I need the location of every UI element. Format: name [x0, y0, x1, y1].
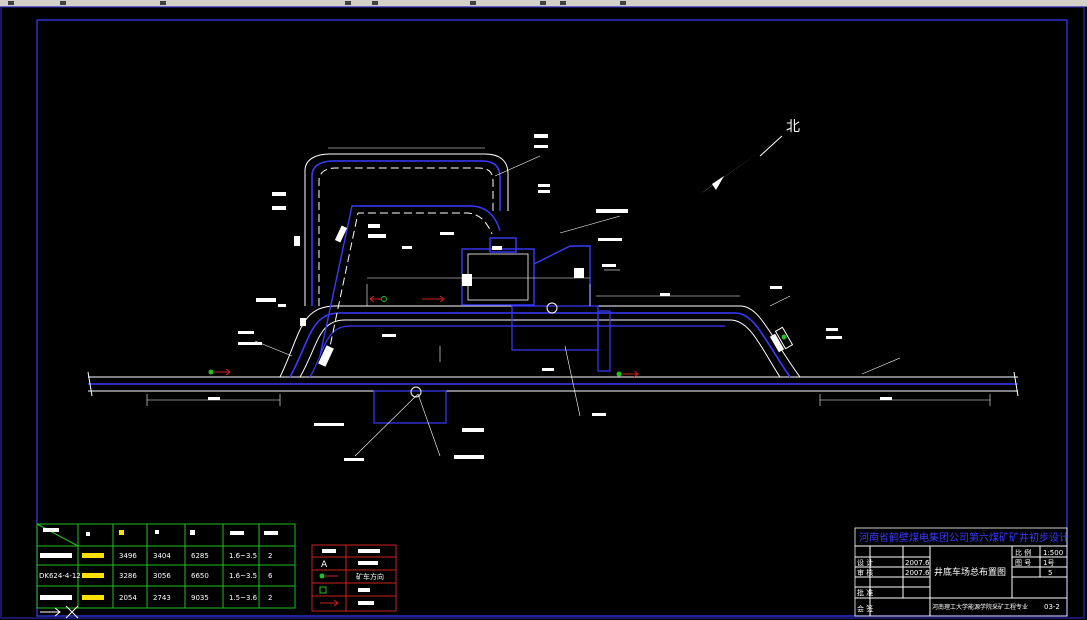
title-footer: 河南理工大学能源学院采矿工程专业: [932, 603, 1028, 611]
param-cell-b: 3056: [153, 572, 171, 580]
drawing-frame: [36, 19, 1068, 617]
param-cell-ratio: 1.5~3.6: [229, 594, 258, 602]
title-date-design: 2007.6: [905, 559, 930, 567]
param-row-name: DK624-4-12: [39, 572, 81, 580]
param-cell-count: 6: [268, 572, 273, 580]
north-arrow: 北: [700, 119, 800, 194]
title-role-sign: 会 签: [857, 604, 873, 613]
title-page-value: 5: [1048, 569, 1052, 577]
title-block-drawing-title: 井底车场总布置图: [934, 566, 1006, 578]
param-cell-count: 2: [268, 594, 272, 602]
title-role-design: 设 计: [857, 558, 873, 567]
title-drawing-no: 03-2: [1044, 603, 1060, 611]
param-cell-a: 3496: [119, 552, 137, 560]
main-line-tracks: [87, 371, 1019, 397]
title-sheet-value: 1号: [1043, 559, 1054, 567]
turnout-markers: [318, 225, 794, 367]
title-role-approve: 批 准: [857, 588, 873, 597]
legend-green-box-icon: [319, 586, 327, 594]
signal-arrows: [208, 295, 787, 378]
station-loop: [279, 305, 801, 378]
param-row-highlight: [82, 573, 104, 578]
param-cell-a: 2054: [119, 594, 137, 602]
param-cell-a: 3286: [119, 572, 137, 580]
param-cell-b: 3404: [153, 552, 171, 560]
shaft-bottom-area: [373, 237, 611, 424]
legend-triangle-icon: A: [321, 560, 328, 570]
param-cell-ratio: 1.6~3.5: [229, 552, 257, 560]
param-cell-L: 6285: [191, 552, 209, 560]
title-scale-value: 1:500: [1043, 549, 1063, 557]
legend-red-arrow-icon: [320, 599, 339, 607]
ucs-icon: [40, 605, 79, 619]
cad-toolbar[interactable]: [0, 0, 1087, 7]
param-row-name-block: [40, 553, 72, 558]
legend-item-label: 矿车方向: [356, 572, 384, 581]
param-row-highlight: [82, 553, 104, 558]
north-label: 北: [786, 119, 800, 135]
param-cell-ratio: 1.6~3.5: [229, 572, 257, 580]
param-cell-count: 2: [268, 552, 272, 560]
title-sheet-label: 图 号: [1015, 559, 1031, 567]
outer-frame: [0, 6, 1085, 619]
title-scale-label: 比 例: [1015, 548, 1031, 557]
title-role-review: 审 核: [857, 568, 873, 577]
param-row-highlight: [82, 595, 104, 600]
legend-box: A 矿车方向: [311, 544, 397, 612]
param-cell-L: 6650: [191, 572, 209, 580]
cad-drawing-canvas[interactable]: 北 3496340462851.6~3.52DK624-4-1232863056…: [0, 6, 1087, 620]
annotation-callouts: [208, 134, 892, 461]
upper-return-loop: [304, 153, 509, 357]
legend-green-signal-icon: [319, 573, 325, 579]
title-block-org: 河南省鹤壁煤电集团公司第六煤矿矿井初步设计: [859, 531, 1069, 544]
param-cell-L: 9035: [191, 594, 209, 602]
title-block: 河南省鹤壁煤电集团公司第六煤矿矿井初步设计 井底车场总布置图 设 计 2007.…: [854, 527, 1069, 617]
params-table: [36, 523, 296, 609]
title-date-review: 2007.6: [905, 569, 930, 577]
param-cell-b: 2743: [153, 594, 171, 602]
param-row-name-block: [40, 595, 72, 600]
